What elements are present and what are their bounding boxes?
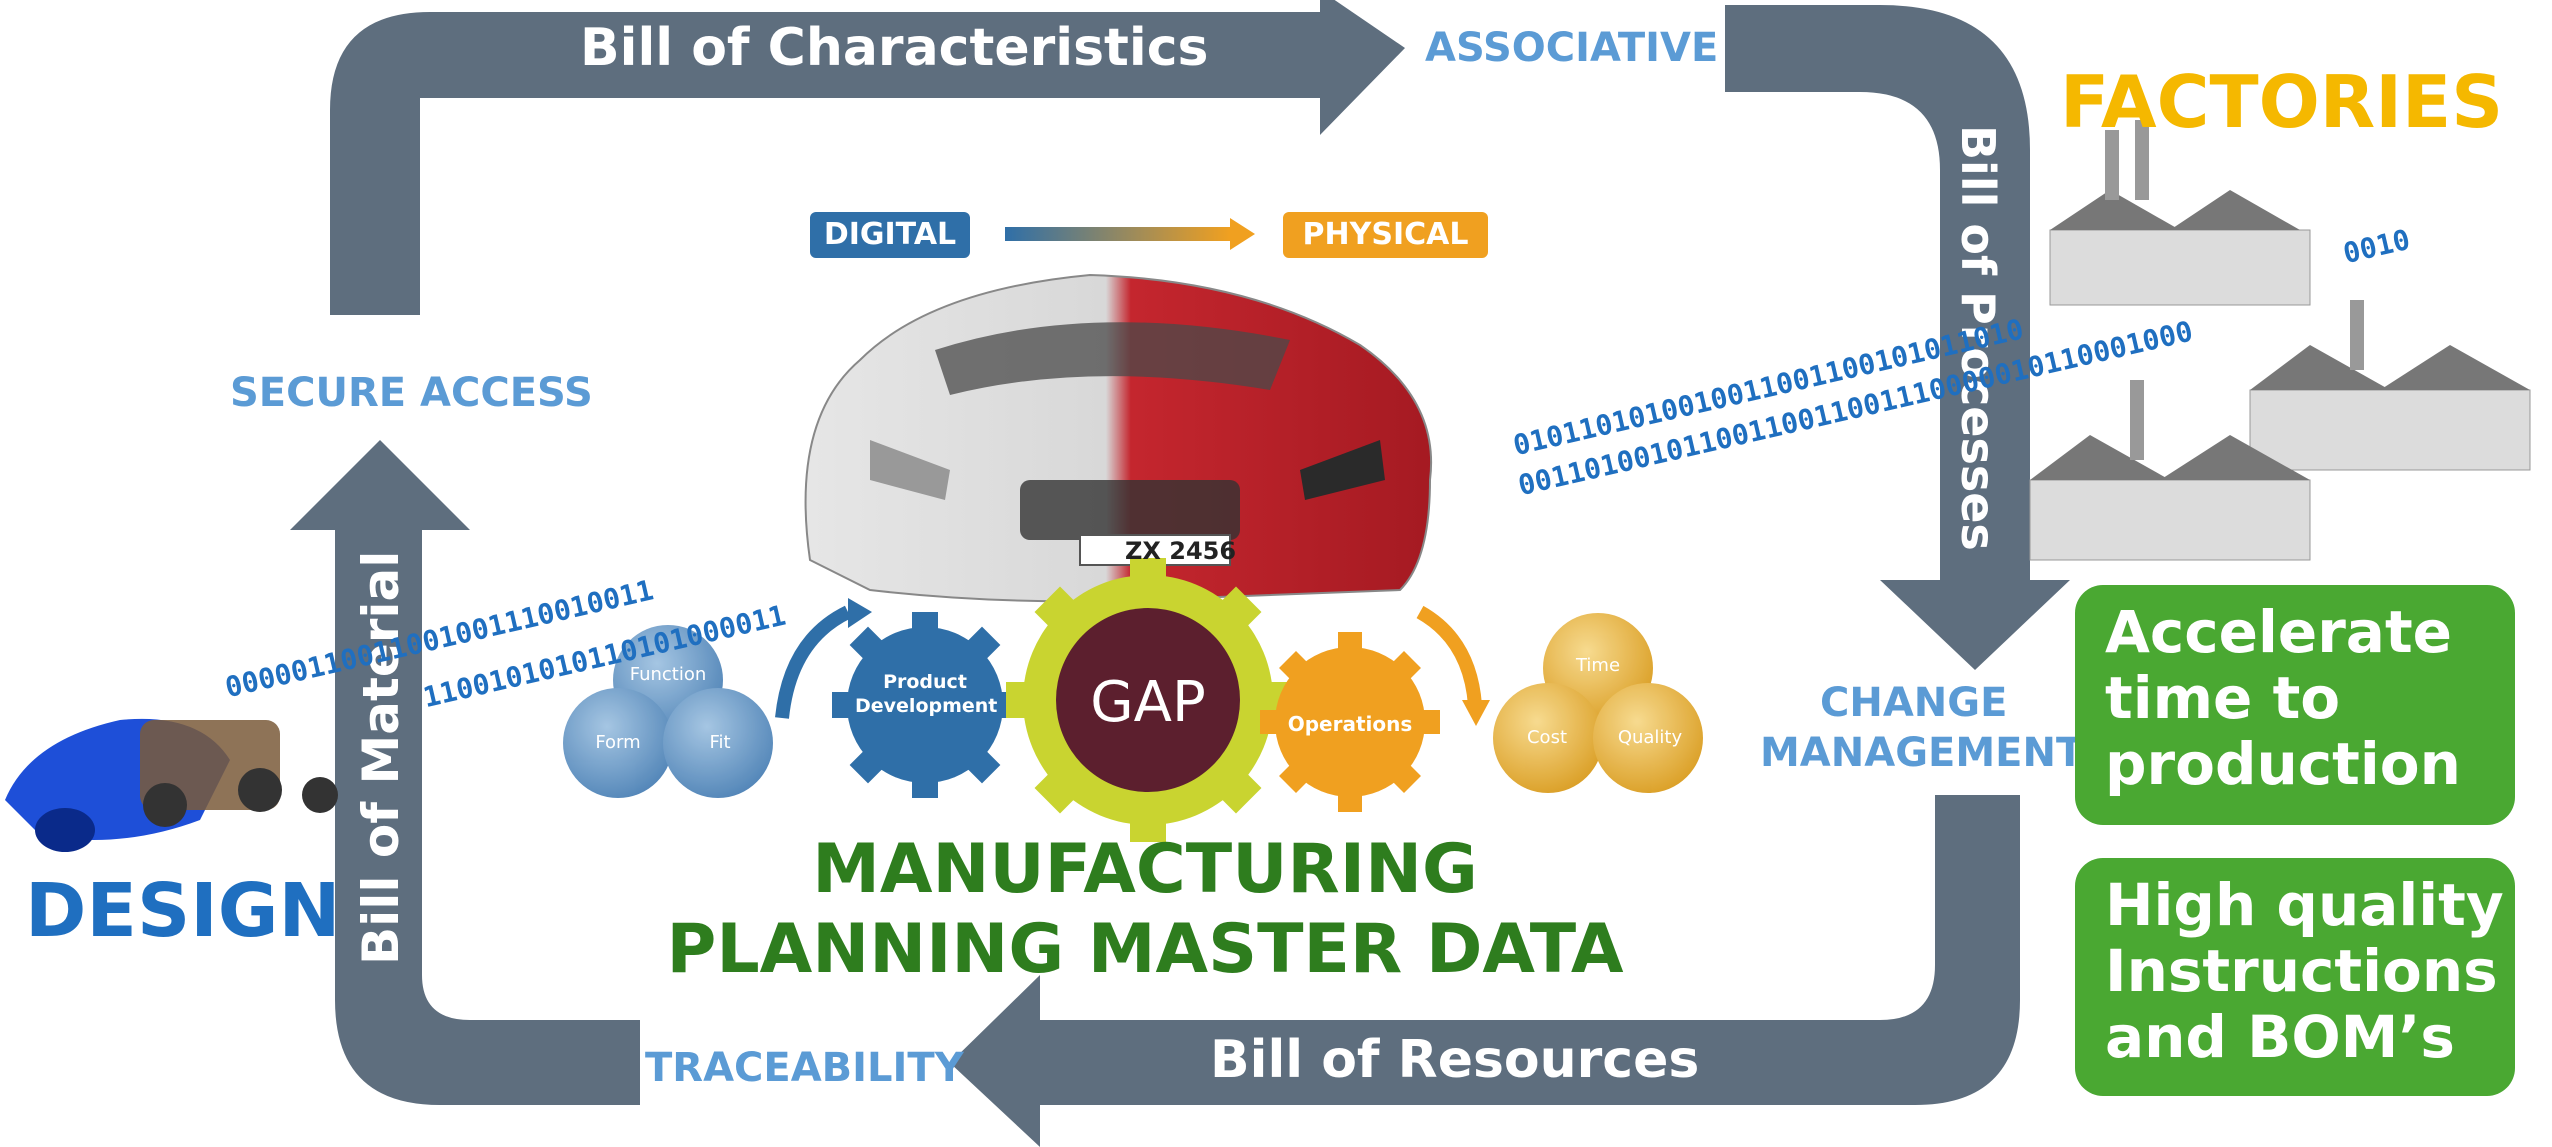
bill-of-resources-label: Bill of Resources — [1210, 1030, 1700, 1090]
factory-buildings — [2029, 120, 2531, 561]
main-title: MANUFACTURING PLANNING MASTER DATA — [600, 830, 1690, 990]
curved-arrow-left — [775, 605, 852, 719]
digital-physical-arrow — [1005, 218, 1255, 250]
fit-label: Fit — [709, 732, 731, 753]
factories-label: FACTORIES — [2060, 60, 2504, 144]
left-venn-circles — [563, 625, 773, 798]
right-flow-arrow — [1725, 5, 2070, 670]
bill-of-material-label: Bill of Material — [352, 550, 410, 965]
gear-operations — [1260, 632, 1440, 812]
management-label: MANAGEMENT — [1760, 730, 2084, 776]
bill-of-characteristics-label: Bill of Characteristics — [580, 18, 1209, 78]
curved-arrow-right — [1416, 605, 1482, 706]
digital-badge: DIGITAL — [810, 212, 970, 258]
main-title-line2: PLANNING MASTER DATA — [666, 910, 1624, 989]
top-flow-arrow — [330, 0, 1405, 315]
left-flow-arrow — [290, 440, 640, 1105]
license-plate: ZX 2456 — [1125, 537, 1237, 565]
physical-badge: PHYSICAL — [1283, 212, 1488, 258]
benefit2-line2: Instructions — [2105, 937, 2498, 1005]
gear-left-line2: Development — [855, 695, 998, 717]
gap-label: GAP — [1090, 670, 1206, 735]
traceability-label: TRACEABILITY — [645, 1045, 964, 1091]
main-title-line1: MANUFACTURING — [812, 830, 1478, 909]
benefit-accelerate: Accelerate time to production — [2075, 585, 2515, 825]
right-venn-circles — [1493, 613, 1703, 793]
secure-access-label: SECURE ACCESS — [230, 370, 593, 416]
design-label: DESIGN — [25, 868, 341, 954]
gear-product-development — [832, 612, 1018, 798]
car-illustration — [804, 273, 1433, 603]
associative-label: ASSOCIATIVE — [1425, 25, 1719, 71]
time-label: Time — [1575, 655, 1621, 676]
gear-product-development-label: Product Development — [855, 670, 998, 718]
cost-label: Cost — [1526, 727, 1568, 748]
form-label: Form — [595, 732, 641, 753]
gear-left-line1: Product — [883, 671, 967, 693]
operations-label: Operations — [1287, 712, 1413, 736]
change-label: CHANGE — [1820, 680, 2008, 726]
function-label: Function — [629, 664, 707, 685]
bottom-flow-arrow — [950, 795, 2020, 1147]
benefit1-line1: Accelerate — [2105, 598, 2453, 666]
benefit-quality: High quality Instructions and BOM’s — [2075, 858, 2515, 1096]
benefit2-line3: and BOM’s — [2105, 1003, 2455, 1071]
quality-label: Quality — [1617, 727, 1683, 748]
benefit1-line3: production — [2105, 730, 2461, 798]
design-car-model — [5, 718, 338, 852]
benefit1-line2: time to — [2105, 664, 2341, 732]
gear-gap — [1006, 558, 1290, 842]
benefit2-line1: High quality — [2105, 871, 2504, 939]
